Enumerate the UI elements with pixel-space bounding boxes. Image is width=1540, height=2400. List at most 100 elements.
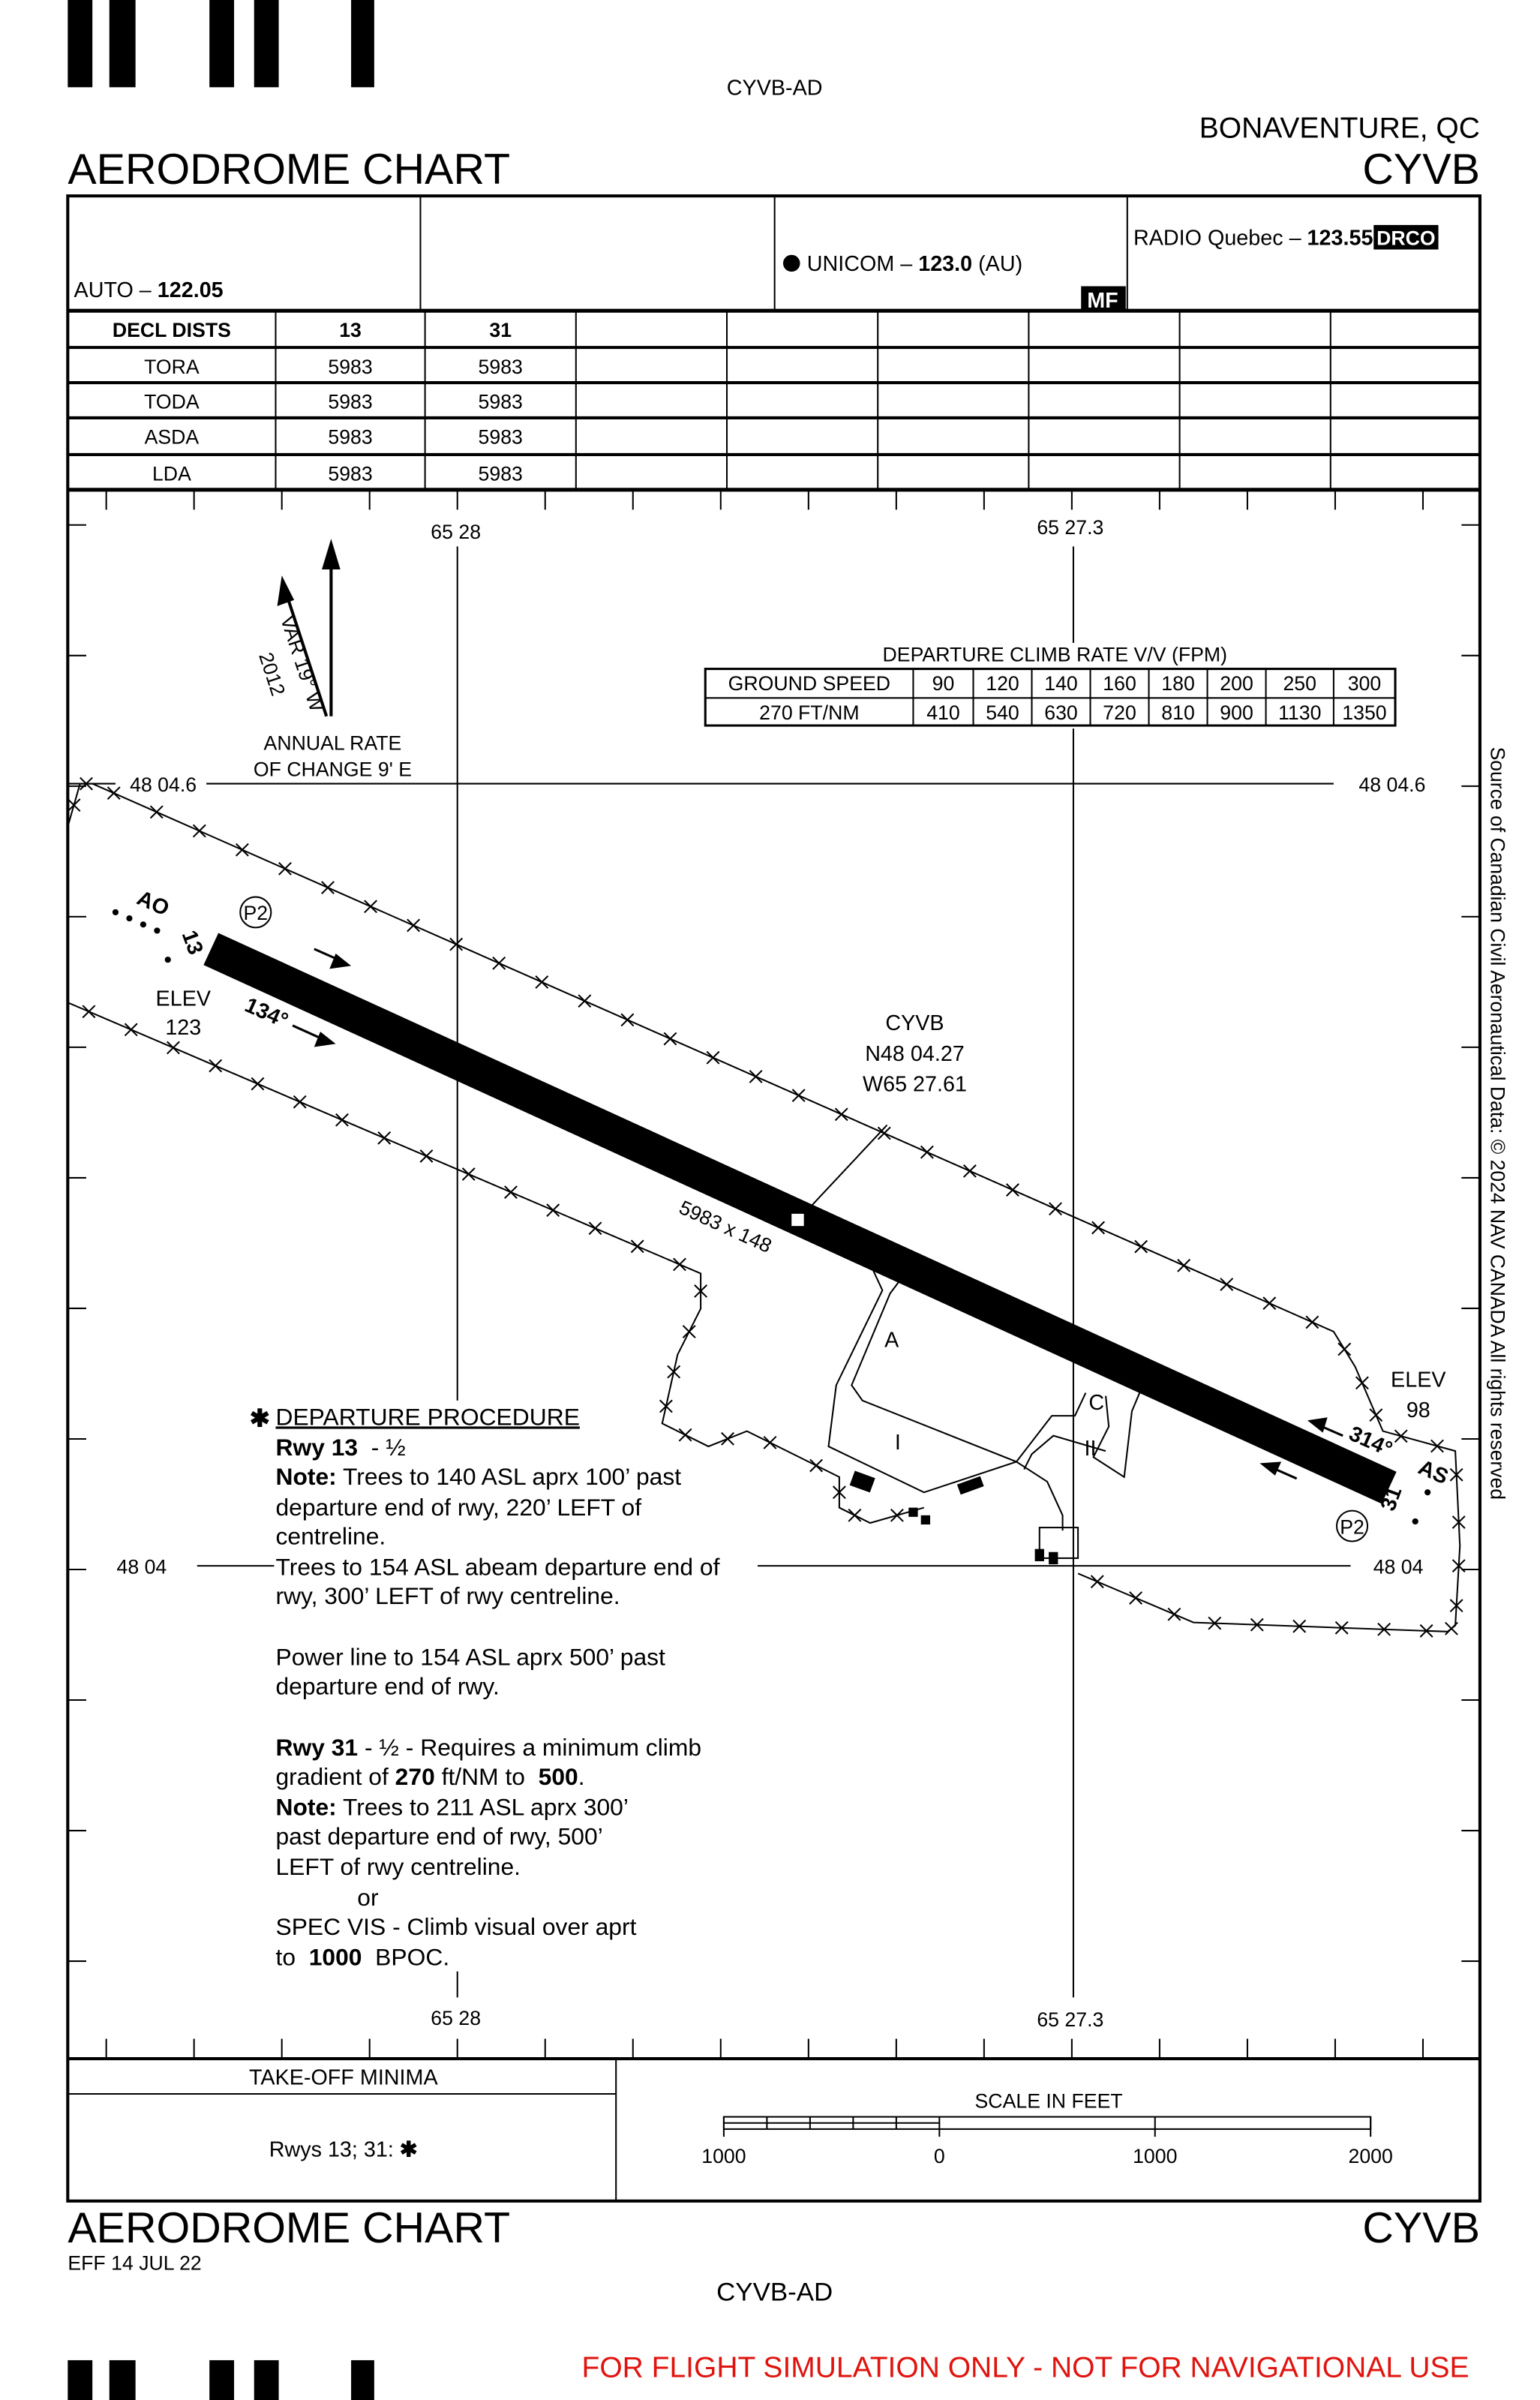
fence-mark-icon: [461, 1167, 476, 1181]
lat-label-south-right: 48 04: [1373, 1555, 1424, 1578]
runway-13-31: 5983 x 148 CYVB N48 04.27 W65 27.61 13 A…: [112, 886, 1451, 1542]
approach-lights-13-dots: [112, 909, 171, 963]
fence-mark-icon: [890, 1508, 904, 1522]
chart-text: Rwys 13; 31: ✱: [269, 2138, 418, 2162]
fence-mark-icon: [588, 1221, 602, 1236]
decl-cell: 5983: [328, 391, 372, 413]
magnetic-variation: VAR 19° W 2012 ANNUAL RATE OF CHANGE 9' …: [254, 539, 412, 780]
page-title: AERODROME CHART: [68, 146, 510, 194]
fence-mark-icon: [809, 1458, 824, 1473]
fence-mark-icon: [335, 1113, 349, 1127]
fence-line: [67, 1002, 925, 1524]
chart-text: Trees to 211 ASL aprx 300’: [337, 1794, 629, 1821]
apron-1: I: [895, 1431, 901, 1455]
chart-text: Trees to 140 ASL aprx 100’ past: [337, 1463, 681, 1490]
fence-mark-icon: [149, 805, 164, 819]
chart-text: Trees to 154 ASL abeam departure end of: [275, 1553, 719, 1580]
climb-cell: 1130: [1278, 701, 1321, 724]
decl-cell: 5983: [479, 426, 523, 449]
long-label-east-bottom: 65 27.3: [1037, 2008, 1103, 2031]
climb-cell: 250: [1283, 672, 1316, 695]
fence-mark-icon: [1451, 1515, 1466, 1529]
chart-text: rwy, 300’ LEFT of rwy centreline.: [275, 1582, 620, 1609]
climb-cell: 630: [1044, 701, 1078, 724]
decl-header: DECL DISTS: [113, 319, 231, 341]
fence-mark-icon: [251, 1077, 265, 1091]
fence-mark-icon: [80, 776, 93, 791]
elev-13-value: 123: [165, 1016, 201, 1040]
fence-mark-icon: [192, 824, 206, 838]
chart-text: gradient of 270 ft/NM to 500.: [275, 1763, 584, 1790]
mf-badge: MF: [1087, 289, 1118, 313]
chart-text: .: [578, 1763, 585, 1790]
chart-text: 270: [395, 1763, 435, 1790]
long-label-west-top: 65 28: [431, 521, 481, 543]
magnetic-north-arrow-icon: [277, 575, 295, 606]
decl-header: 31: [489, 319, 512, 341]
fence-mark-icon: [578, 994, 592, 1008]
unicom-freq: UNICOM – 123.0 (AU): [807, 252, 1022, 276]
chart-text: AUTO –: [74, 278, 158, 302]
doc-code-top: CYVB-AD: [727, 77, 823, 101]
footer-title: AERODROME CHART: [68, 2204, 510, 2252]
fence-mark-icon: [107, 786, 121, 801]
fence-mark-icon: [667, 1365, 681, 1379]
climb-cell: 180: [1161, 672, 1195, 695]
elev-13-label: ELEV: [156, 987, 211, 1011]
fence-mark-icon: [848, 1508, 862, 1522]
take-off-minima-text: Rwys 13; 31:: [269, 2138, 400, 2162]
fence-mark-icon: [659, 1399, 673, 1413]
climb-cell: 160: [1103, 672, 1136, 695]
fence-mark-icon: [1129, 1591, 1143, 1605]
papi-31: P2: [1340, 1515, 1364, 1538]
doc-code-bottom: CYVB-AD: [716, 2278, 833, 2306]
climb-cell: 1350: [1342, 701, 1386, 724]
elev-31-label: ELEV: [1391, 1368, 1445, 1392]
fence-mark-icon: [834, 1107, 848, 1122]
fence-mark-icon: [1334, 1621, 1349, 1635]
taxiways-aprons: A C I II: [827, 1269, 1141, 1565]
climb-cell: 90: [932, 672, 955, 695]
chart-text: BPOC.: [362, 1944, 449, 1971]
fence-line: [67, 782, 1461, 1633]
annual-rate-2: OF CHANGE 9' E: [254, 758, 412, 780]
fence-mark-icon: [167, 1041, 180, 1055]
climb-table-title: DEPARTURE CLIMB RATE V/V (FPM): [883, 643, 1227, 665]
climb-cell: 540: [986, 701, 1019, 724]
papi-13: P2: [243, 902, 268, 924]
fence-mark-icon: [1220, 1278, 1234, 1291]
fence-mark-icon: [630, 1239, 644, 1254]
chart-text: RADIO Quebec –: [1133, 227, 1307, 251]
fence-mark-icon: [209, 1059, 223, 1073]
fence-mark-icon: [706, 1050, 720, 1065]
decl-cell: TODA: [144, 391, 200, 413]
taxiway-c: C: [1088, 1391, 1104, 1415]
chart-text: Power line to 154 ASL aprx 500’ past: [275, 1644, 665, 1671]
fence-mark-icon: [82, 1005, 96, 1019]
lat-long-grid: 65 28 65 27.3 65 28 65 27.3 48 04.6 48 0…: [68, 516, 1425, 2031]
scale-label: 1000: [1133, 2145, 1177, 2167]
fence-mark-icon: [682, 1325, 696, 1338]
bottom-barcode: [68, 2359, 374, 2400]
scale-label: 1000: [701, 2145, 746, 2167]
fence-mark-icon: [620, 1013, 635, 1027]
fence-mark-icon: [546, 1203, 560, 1218]
chart-text: SPEC VIS - Climb visual over aprt: [275, 1913, 636, 1940]
fence-mark-icon: [663, 1032, 677, 1046]
fence-mark-icon: [1355, 1376, 1369, 1390]
chart-text: 123.55: [1307, 227, 1373, 251]
decl-cell: 5983: [328, 426, 372, 449]
fence-mark-icon: [1208, 1616, 1222, 1630]
decl-cell: 5983: [479, 356, 523, 378]
arp-lon: W65 27.61: [863, 1073, 967, 1097]
chart-text: - ½: [358, 1434, 406, 1461]
fence-mark-icon: [1449, 1599, 1463, 1613]
fence-mark-icon: [67, 798, 81, 813]
chart-text: to 1000 BPOC.: [275, 1944, 449, 1971]
taxiway-a: A: [884, 1328, 899, 1352]
long-label-west-bottom: 65 28: [431, 2007, 481, 2029]
climb-cell: 270 FT/NM: [759, 701, 859, 724]
fence-mark-icon: [1394, 1429, 1408, 1443]
